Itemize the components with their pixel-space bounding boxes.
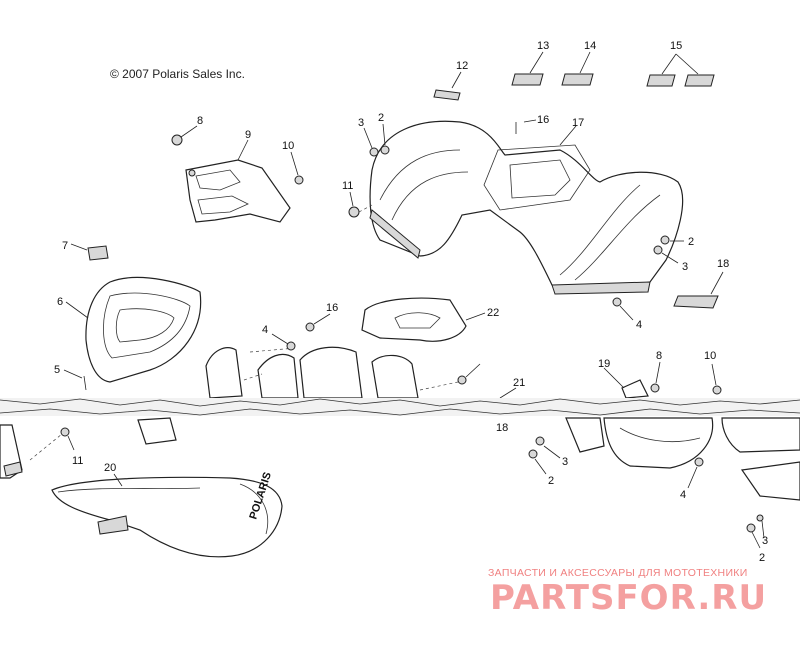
decal-13 <box>511 51 544 86</box>
seat-20: POLARIS <box>51 471 283 558</box>
callout-14: 14 <box>584 40 596 52</box>
callout-4-mid: 4 <box>262 324 268 336</box>
decal-14 <box>561 51 594 86</box>
torn-band <box>0 398 800 416</box>
callout-18-lower: 18 <box>496 422 508 434</box>
screw-8-lower <box>650 361 661 393</box>
washer-2-top <box>380 123 390 155</box>
copyright-notice: © 2007 Polaris Sales Inc. <box>110 67 245 81</box>
leader-21 <box>499 387 517 399</box>
callout-4-right: 4 <box>636 319 642 331</box>
callout-8: 8 <box>197 115 203 127</box>
tank-cover-22 <box>361 297 486 342</box>
callout-10: 10 <box>282 140 294 152</box>
callout-2-lower: 2 <box>548 475 554 487</box>
right-panel-lower <box>721 417 800 501</box>
callout-22: 22 <box>487 307 499 319</box>
screw-5 <box>63 369 87 391</box>
panel-19 <box>603 367 649 399</box>
screw-4-midright <box>419 363 481 391</box>
callout-3-lower: 3 <box>562 456 568 468</box>
nut-3-right <box>653 245 679 264</box>
callout-2-lowright: 2 <box>759 552 765 564</box>
callout-8-lower: 8 <box>656 350 662 362</box>
screw-16-top <box>515 119 537 134</box>
callout-13: 13 <box>537 40 549 52</box>
callout-16: 16 <box>537 114 549 126</box>
left-edge-part <box>0 424 23 479</box>
callout-19: 19 <box>598 358 610 370</box>
callout-18: 18 <box>717 258 729 270</box>
panel-9 <box>185 139 291 223</box>
screw-10-top <box>290 151 304 185</box>
callout-17: 17 <box>572 117 584 129</box>
screw-11-lower <box>29 427 75 461</box>
callout-16-mid: 16 <box>326 302 338 314</box>
front-cover-6 <box>65 276 202 383</box>
screw-8 <box>171 125 198 146</box>
callout-2-right: 2 <box>688 236 694 248</box>
decal-15 <box>646 53 715 87</box>
callout-12: 12 <box>456 60 468 72</box>
screw-4-lower <box>687 457 704 489</box>
hardware-lower-right <box>746 514 765 549</box>
hardware-lower-left <box>528 436 561 475</box>
callout-4-lower: 4 <box>680 489 686 501</box>
washer-2-right <box>660 235 684 245</box>
screw-4-right <box>612 297 634 321</box>
callout-20: 20 <box>104 462 116 474</box>
callout-labels: 13 14 15 12 8 9 10 3 2 16 17 11 7 2 3 18… <box>54 40 768 564</box>
rear-fender-17 <box>369 120 684 295</box>
screw-10-lower <box>711 363 722 395</box>
pad-18-top <box>673 271 724 309</box>
callout-15: 15 <box>670 40 682 52</box>
callout-11: 11 <box>342 180 353 192</box>
callout-10-lower: 10 <box>704 350 716 362</box>
callout-21: 21 <box>513 377 525 389</box>
callout-6: 6 <box>57 296 63 308</box>
clip-12 <box>433 71 462 101</box>
callout-5: 5 <box>54 364 60 376</box>
callout-2: 2 <box>378 112 384 124</box>
callout-9: 9 <box>245 129 251 141</box>
front-panel-lower <box>565 417 714 469</box>
watermark-logo: PARTSFOR.RU <box>490 578 768 618</box>
screw-4-mid <box>271 333 296 351</box>
nut-3-top <box>363 127 379 157</box>
clip-7 <box>70 243 109 261</box>
callout-3: 3 <box>358 117 364 129</box>
callout-7: 7 <box>62 240 68 252</box>
fragment-left <box>137 417 177 445</box>
side-panel-left <box>205 346 419 399</box>
callout-3-right: 3 <box>682 261 688 273</box>
watermark-subtitle: ЗАПЧАСТИ И АКСЕССУАРЫ ДЛЯ МОТОТЕХНИКИ <box>488 567 748 579</box>
screw-11-top <box>348 191 373 218</box>
callout-11-lower: 11 <box>72 455 83 467</box>
screw-16-mid <box>305 313 331 332</box>
callout-3-lowright: 3 <box>762 535 768 547</box>
